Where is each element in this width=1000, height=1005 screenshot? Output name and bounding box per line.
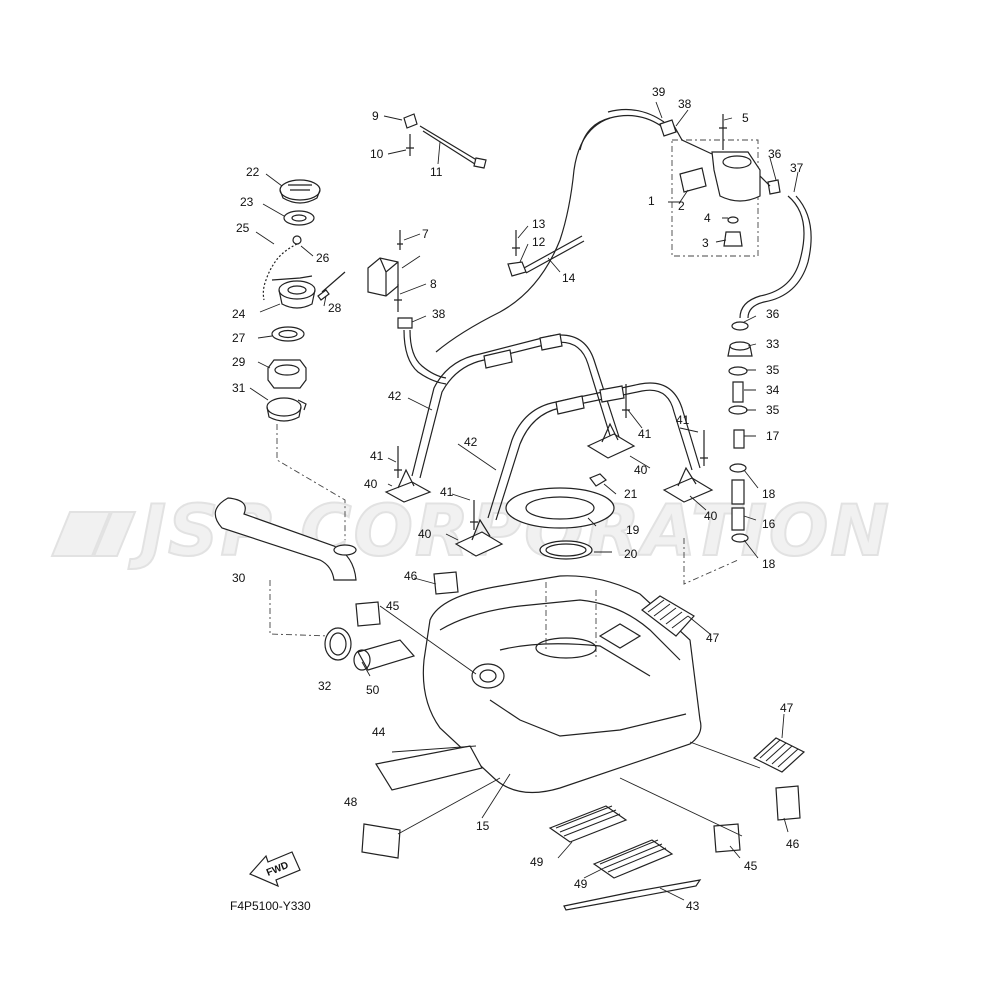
leader-lines [249, 101, 799, 901]
label-part-43: 43 [686, 899, 700, 913]
label-part-42b: 42 [464, 435, 478, 449]
hose-joint-stack [727, 321, 753, 543]
label-part-49b: 49 [574, 877, 588, 891]
label-part-41d: 41 [676, 413, 690, 427]
label-part-36a: 36 [768, 147, 782, 161]
diagram-code: F4P5100-Y330 [230, 899, 311, 913]
label-part-20: 20 [624, 547, 638, 561]
label-part-34: 34 [766, 383, 780, 397]
label-part-50: 50 [366, 683, 380, 697]
label-part-39: 39 [652, 85, 666, 99]
label-part-44: 44 [372, 725, 386, 739]
label-part-2: 2 [678, 199, 685, 213]
label-part-46b: 46 [786, 837, 800, 851]
label-part-10: 10 [370, 147, 384, 161]
label-part-45b: 45 [744, 859, 758, 873]
label-part-49a: 49 [530, 855, 544, 869]
label-part-28: 28 [328, 301, 342, 315]
fuel-tank [422, 575, 702, 794]
filler-hose [214, 424, 739, 637]
label-part-12: 12 [532, 235, 546, 249]
label-part-32: 32 [318, 679, 332, 693]
label-part-7: 7 [422, 227, 429, 241]
label-part-26: 26 [316, 251, 330, 265]
label-part-38a: 38 [678, 97, 692, 111]
label-part-42a: 42 [388, 389, 402, 403]
label-part-40c: 40 [634, 463, 648, 477]
vent-valve-group [367, 230, 447, 385]
label-part-21: 21 [624, 487, 638, 501]
label-part-14: 14 [562, 271, 576, 285]
label-part-19: 19 [626, 523, 640, 537]
label-part-46a: 46 [404, 569, 418, 583]
label-part-16: 16 [762, 517, 776, 531]
label-part-18a: 18 [762, 487, 776, 501]
clamp-and-strainer [324, 627, 416, 671]
tank-pads [355, 571, 806, 911]
label-part-41a: 41 [370, 449, 384, 463]
label-part-40a: 40 [364, 477, 378, 491]
label-part-24: 24 [232, 307, 246, 321]
label-part-38b: 38 [432, 307, 446, 321]
label-part-8: 8 [430, 277, 437, 291]
label-part-5: 5 [742, 111, 749, 125]
label-part-33: 33 [766, 337, 780, 351]
label-part-4: 4 [704, 211, 711, 225]
label-part-25: 25 [236, 221, 250, 235]
label-part-40b: 40 [418, 527, 432, 541]
label-part-15: 15 [476, 819, 490, 833]
label-part-41c: 41 [638, 427, 652, 441]
label-part-31: 31 [232, 381, 246, 395]
label-part-45a: 45 [386, 599, 400, 613]
tank-strap-front [487, 382, 701, 521]
label-part-41b: 41 [440, 485, 454, 499]
label-part-48: 48 [344, 795, 358, 809]
label-part-47b: 47 [780, 701, 794, 715]
label-part-29: 29 [232, 355, 246, 369]
label-part-37: 37 [790, 161, 804, 175]
tie-band-group [507, 230, 585, 277]
label-part-47a: 47 [706, 631, 720, 645]
label-part-3: 3 [702, 236, 709, 250]
label-part-36b: 36 [766, 307, 780, 321]
label-part-9: 9 [372, 109, 379, 123]
label-part-18b: 18 [762, 557, 776, 571]
fuel-sender-ring [505, 473, 615, 560]
label-part-35b: 35 [766, 403, 780, 417]
label-part-27: 27 [232, 331, 246, 345]
label-part-13: 13 [532, 217, 546, 231]
label-part-35a: 35 [766, 363, 780, 377]
label-part-11: 11 [430, 165, 443, 179]
label-part-30: 30 [232, 571, 246, 585]
part-labels: 1 2 3 4 5 7 8 9 10 11 12 13 14 15 16 17 … [232, 85, 804, 913]
forward-arrow-icon: FWD [248, 851, 301, 888]
label-part-23: 23 [240, 195, 254, 209]
label-part-22: 22 [246, 165, 260, 179]
clip-and-tie-group [403, 113, 487, 169]
strap-brackets [384, 384, 714, 557]
fuel-hose-37 [739, 195, 812, 319]
label-part-1: 1 [648, 194, 655, 208]
tank-strap-rear [411, 333, 621, 479]
label-part-17: 17 [766, 429, 780, 443]
fuel-filter-assembly [659, 114, 781, 257]
breather-hose [435, 109, 665, 353]
label-part-40d: 40 [704, 509, 718, 523]
filler-cap-assembly [262, 179, 346, 422]
